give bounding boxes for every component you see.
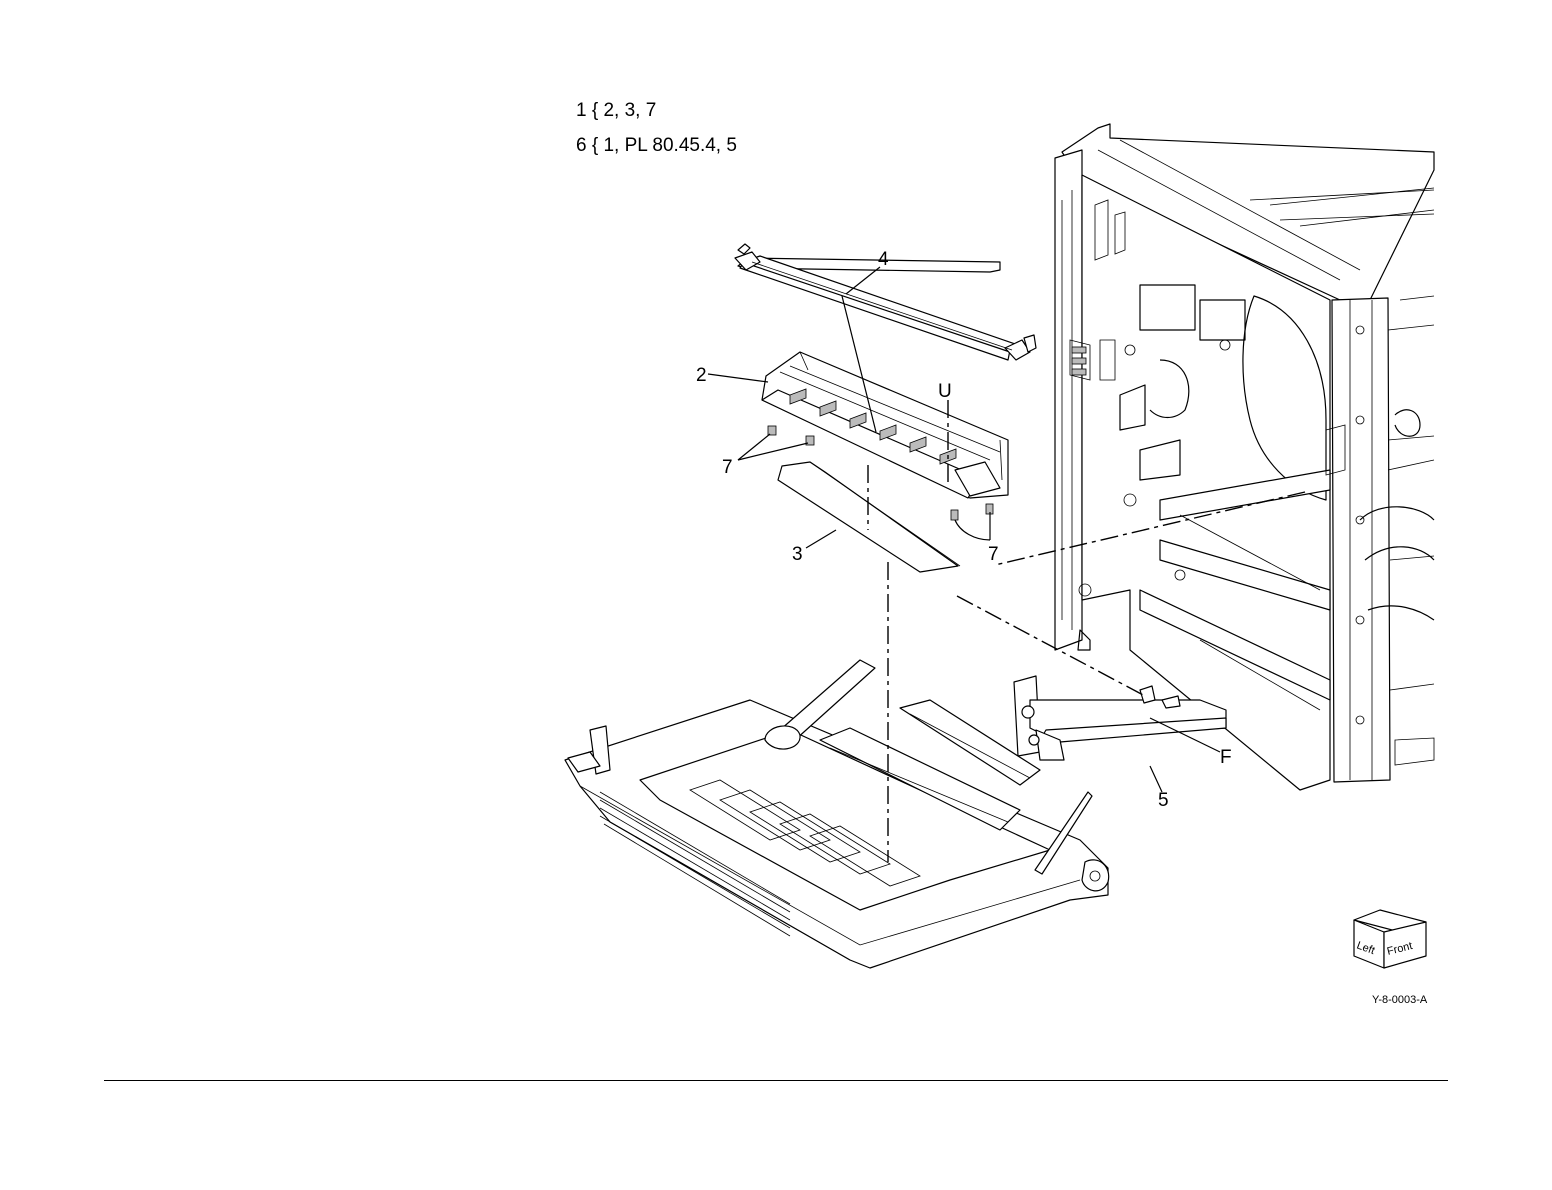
callout-3: 3 xyxy=(792,544,803,565)
footer-rule xyxy=(104,1080,1448,1081)
callout-7-right: 7 xyxy=(988,544,999,565)
callout-5: 5 xyxy=(1158,790,1169,811)
callout-7-left: 7 xyxy=(722,457,733,478)
callout-4: 4 xyxy=(878,249,889,270)
figure-id: Y-8-0003-A xyxy=(1372,994,1427,1006)
callout-2: 2 xyxy=(696,365,707,386)
printer-frame xyxy=(1055,124,1434,790)
callout-F: F xyxy=(1220,747,1232,768)
orientation-cube: Left Front xyxy=(1354,910,1426,968)
callout-U: U xyxy=(938,381,952,402)
